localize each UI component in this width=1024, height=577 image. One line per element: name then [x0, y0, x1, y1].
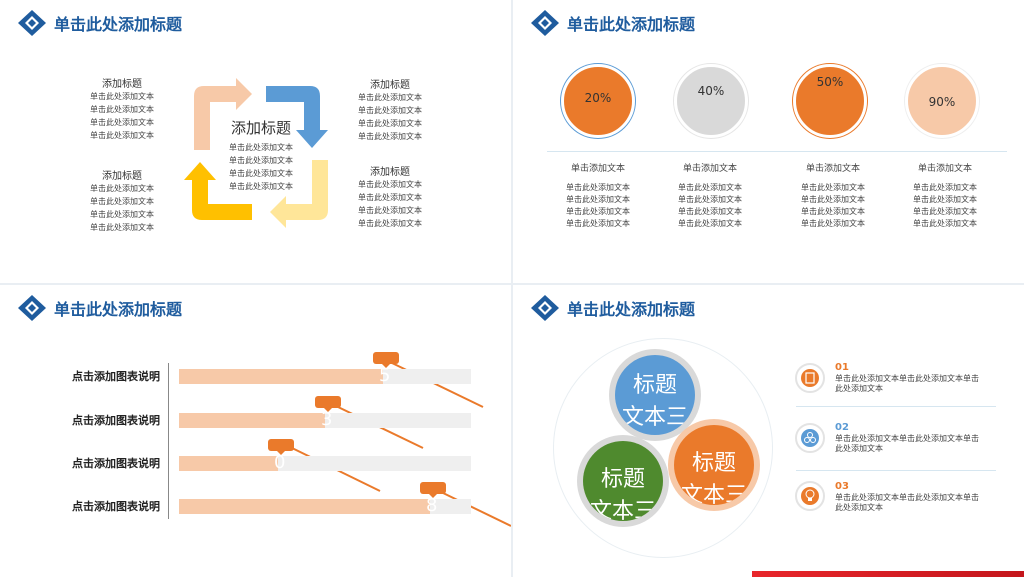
slide-bar-chart[interactable]: 单击此处添加标题 点击添加图表说明 5 点击添加图表说明 3 点击添加图表说明 0 点击添加…	[0, 285, 511, 577]
bar-value-ghost: 3	[321, 409, 333, 430]
diamond-logo-icon	[531, 10, 559, 36]
list-item-icon-3	[795, 481, 825, 511]
center-title[interactable]: 添加标题	[230, 119, 291, 137]
list-divider	[796, 470, 996, 471]
bar-pointer-lines	[291, 362, 511, 527]
network-icon	[804, 432, 816, 443]
slide-header: 单击此处添加标题	[18, 295, 182, 321]
list-item-number: 02	[835, 422, 849, 433]
diamond-logo-icon	[531, 295, 559, 321]
slide-title[interactable]: 单击此处添加标题	[54, 15, 183, 34]
bar-value-ghost: 0	[274, 452, 286, 473]
vertical-divider	[511, 0, 513, 577]
bubble-green[interactable]: 标题 文本三	[583, 441, 663, 521]
cycle-arrows-icon	[184, 78, 328, 228]
bubble-backdrop	[553, 338, 773, 558]
percent-circle-3[interactable]: 50%	[793, 64, 867, 138]
bar-label[interactable]: 点击添加图表说明	[72, 457, 160, 470]
bar-marker-tag[interactable]	[420, 482, 446, 498]
bar-marker-tag[interactable]	[268, 439, 294, 455]
slide-header: 单击此处添加标题	[531, 295, 695, 321]
slide-title[interactable]: 单击此处添加标题	[567, 300, 696, 319]
slide-header: 单击此处添加标题	[531, 10, 695, 36]
slide-header: 单击此处添加标题	[18, 10, 182, 36]
bar-label[interactable]: 点击添加图表说明	[72, 414, 160, 427]
list-item-text[interactable]: 单击此处添加文本单击此处添加文本单击此处添加文本	[835, 434, 979, 453]
bar-fill[interactable]	[179, 456, 278, 471]
slide-cycle[interactable]: 单击此处添加标题 添加标题 单击此处添加文本 单击此处添加文本 单击此处添加文本…	[0, 0, 511, 283]
center-text[interactable]: 单击此处添加文本 单击此处添加文本 单击此处添加文本 单击此处添加文本	[229, 143, 293, 191]
text-block-top-right[interactable]: 添加标题 单击此处添加文本 单击此处添加文本 单击此处添加文本 单击此处添加文本	[358, 80, 422, 141]
circle-text-4[interactable]: 单击添加文本 单击此处添加文本 单击此处添加文本 单击此处添加文本 单击此处添加…	[913, 164, 977, 228]
document-icon	[805, 372, 815, 384]
circle-text-3[interactable]: 单击添加文本 单击此处添加文本 单击此处添加文本 单击此处添加文本 单击此处添加…	[801, 164, 865, 228]
circle-text-1[interactable]: 单击添加文本 单击此处添加文本 单击此处添加文本 单击此处添加文本 单击此处添加…	[566, 164, 630, 228]
separator-line	[547, 151, 1007, 152]
horizontal-divider	[0, 283, 1024, 285]
text-block-bottom-right[interactable]: 添加标题 单击此处添加文本 单击此处添加文本 单击此处添加文本 单击此处添加文本	[358, 167, 422, 228]
percent-circle-1[interactable]: 20%	[561, 64, 635, 138]
bar-fill[interactable]	[179, 499, 430, 514]
bar-value-ghost: 5	[379, 365, 391, 386]
circle-text-2[interactable]: 单击添加文本 单击此处添加文本 单击此处添加文本 单击此处添加文本 单击此处添加…	[678, 164, 742, 228]
list-item-number: 03	[835, 481, 849, 492]
bubble-blue[interactable]: 标题 文本三	[615, 355, 695, 435]
bulb-icon	[805, 489, 815, 501]
list-item-number: 01	[835, 362, 849, 373]
bar-value-ghost: 8	[426, 495, 438, 516]
list-item-text[interactable]: 单击此处添加文本单击此处添加文本单击此处添加文本	[835, 374, 979, 393]
list-item-icon-1	[795, 363, 825, 393]
bar-fill[interactable]	[179, 413, 325, 428]
bar-label[interactable]: 点击添加图表说明	[72, 370, 160, 383]
percent-circle-2[interactable]: 40%	[674, 64, 748, 138]
diamond-logo-icon	[18, 295, 46, 321]
diamond-logo-icon	[18, 10, 46, 36]
chart-axis-line	[168, 363, 169, 519]
list-item-text[interactable]: 单击此处添加文本单击此处添加文本单击此处添加文本	[835, 493, 979, 512]
red-accent-strip	[752, 571, 1024, 577]
bar-marker-tag[interactable]	[373, 352, 399, 368]
percent-circle-4[interactable]: 90%	[905, 64, 979, 138]
slide-percent-circles[interactable]: 单击此处添加标题 20% 40% 50% 90% 单击添加文本 单击此处添加文本…	[513, 0, 1024, 283]
bar-marker-tag[interactable]	[315, 396, 341, 412]
slide-title[interactable]: 单击此处添加标题	[567, 15, 696, 34]
text-block-bottom-left[interactable]: 添加标题 单击此处添加文本 单击此处添加文本 单击此处添加文本 单击此处添加文本	[90, 171, 154, 232]
bubble-orange[interactable]: 标题 文本三	[674, 425, 754, 505]
bar-fill[interactable]	[179, 369, 383, 384]
slide-title[interactable]: 单击此处添加标题	[54, 300, 183, 319]
slide-bubbles[interactable]: 单击此处添加标题 标题 文本三 标题 文本三 标题 文本三 01 单击此处添加文…	[513, 285, 1024, 577]
bar-label[interactable]: 点击添加图表说明	[72, 500, 160, 513]
text-block-top-left[interactable]: 添加标题 单击此处添加文本 单击此处添加文本 单击此处添加文本 单击此处添加文本	[90, 79, 154, 140]
list-item-icon-2	[795, 423, 825, 453]
list-divider	[796, 406, 996, 407]
